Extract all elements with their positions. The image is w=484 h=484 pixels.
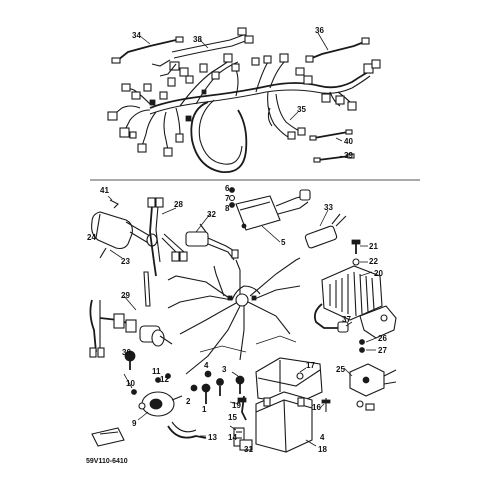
bolt-11 [155,377,161,383]
relay-33 [304,213,347,249]
callout-7: 7 [225,194,230,203]
junction-wires [167,257,301,375]
bolt-1 [201,383,211,404]
clip-41 [109,199,119,209]
bolt-2 [190,384,198,392]
bolt-12 [165,373,171,379]
callout-12: 12 [160,375,169,384]
callout-4: 4 [320,433,325,442]
ignition-coil-24 [91,211,158,259]
wire-40 [309,129,353,141]
callout-26: 26 [378,334,387,343]
callout-16: 16 [312,403,321,412]
main-harness [111,59,373,173]
switch-bottom-left [91,427,125,447]
clip-16 [321,398,331,412]
callout-33: 33 [324,203,333,212]
bolt-30 [124,350,136,370]
part-26 [359,339,365,345]
callout-2: 2 [186,397,191,406]
fuse-holder-31 [239,439,253,451]
callout-14: 14 [228,433,237,442]
callout-36: 36 [315,26,324,35]
callout-31: 31 [244,445,253,454]
callout-30: 30 [122,348,131,357]
callout-6: 6 [225,184,230,193]
callout-17: 17 [306,361,315,370]
callout-3: 3 [222,365,227,374]
callout-15: 15 [228,413,237,422]
horn-9 [138,391,183,417]
callout-21: 21 [369,242,378,251]
washer-22 [352,258,360,266]
callout-27: 27 [378,346,387,355]
callout-9: 9 [132,419,137,428]
wire-35 [267,107,273,127]
leader-lines [107,32,377,447]
callout-20: 20 [374,269,383,278]
callout-40: 40 [344,137,353,146]
battery-18 [255,391,313,453]
part-27 [359,347,365,353]
wire-harness-38 [151,27,254,77]
callout-24: 24 [87,233,96,242]
screws-6-7-8 [228,187,236,208]
relay-assembly [99,313,173,347]
callout-13: 13 [208,433,217,442]
bracket-15 [237,395,247,421]
callout-19: 19 [232,401,241,410]
callout-28: 28 [174,200,183,209]
callout-29: 29 [121,291,130,300]
sensor-32 [185,223,239,261]
callout-11: 11 [152,367,161,376]
bolt-19 [235,375,245,394]
wire-37 [313,303,349,333]
callout-labels: 34 38 36 35 40 39 41 6 7 8 28 32 33 24 5… [87,26,387,454]
bolt-10 [131,389,137,395]
wire-39 [313,153,355,163]
callout-4-center: 4 [204,361,209,370]
callout-35: 35 [297,105,306,114]
cdi-unit-5 [235,189,311,231]
callout-23: 23 [121,257,130,266]
callout-37: 37 [342,315,351,324]
callout-32: 32 [207,210,216,219]
callout-1: 1 [202,405,207,414]
bolt-3 [216,378,224,396]
tube-29 [89,271,151,358]
regulator-20 [321,265,383,321]
callout-25: 25 [336,365,345,374]
callout-8: 8 [225,204,230,213]
starter-relay-25 [349,363,397,411]
part-14 [233,427,245,447]
callout-5: 5 [281,238,286,247]
callout-18: 18 [318,445,327,454]
part-code: 59V110-6410 [86,458,128,465]
cable-28 [147,197,188,277]
wire-harness-36 [305,37,370,63]
callout-10: 10 [126,379,135,388]
bracket-line [199,335,297,353]
callout-41: 41 [100,186,109,195]
callout-39: 39 [344,151,353,160]
part-4-center [204,370,212,378]
bolt-21 [351,239,361,254]
callout-34: 34 [132,31,141,40]
harness-connectors [107,53,381,157]
callout-22: 22 [369,257,378,266]
callout-38: 38 [193,35,202,44]
bracket-right [359,305,397,339]
battery-box-17 [255,357,323,405]
wire-harness-34 [111,36,184,64]
cable-13 [167,421,207,439]
